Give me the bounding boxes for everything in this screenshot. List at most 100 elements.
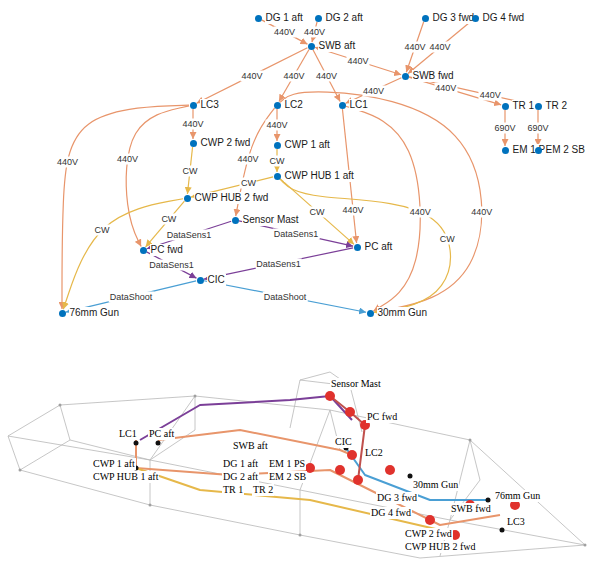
vertex bbox=[194, 395, 197, 398]
connector bbox=[63, 199, 183, 309]
edge-label: CW bbox=[240, 177, 257, 188]
node-label: DG 2 aft bbox=[325, 12, 364, 24]
edge-label: CW bbox=[160, 214, 177, 225]
connector bbox=[262, 20, 308, 44]
edge-label: CW bbox=[439, 233, 456, 244]
graph-node: PC aft bbox=[354, 244, 361, 251]
node-label: CWP HUB 1 aft bbox=[284, 170, 355, 182]
part-label: EM 1 PS bbox=[268, 458, 306, 470]
graph-node: SWB aft bbox=[308, 43, 315, 50]
node-label: 30mm Gun bbox=[377, 307, 428, 319]
edge-label: 440V bbox=[403, 42, 426, 53]
edge-label: CW bbox=[309, 206, 326, 217]
edge-label: 440V bbox=[315, 70, 338, 81]
part-label: LC2 bbox=[364, 447, 384, 459]
equipment-dot bbox=[353, 475, 363, 485]
edge-label: 440V bbox=[362, 85, 385, 96]
edge-label: 440V bbox=[303, 27, 326, 38]
equipment-marker bbox=[500, 528, 505, 533]
node-label: LC1 bbox=[349, 99, 369, 111]
graph-node: LC1 bbox=[339, 102, 346, 109]
edge-label: CW bbox=[182, 165, 199, 176]
edge-label: 440V bbox=[236, 154, 259, 165]
graph-node: DG 2 aft bbox=[315, 15, 322, 22]
part-label: DG 1 aft bbox=[222, 458, 259, 470]
node-label: SWB aft bbox=[318, 40, 357, 52]
part-label: CWP 2 fwd bbox=[404, 528, 453, 540]
part-label: 76mm Gun bbox=[494, 490, 541, 502]
part-label: LC3 bbox=[506, 516, 526, 528]
part-label: SWB aft bbox=[232, 440, 269, 452]
graph-node: DG 4 fwd bbox=[472, 15, 479, 22]
edge-label: 440V bbox=[409, 207, 432, 218]
equipment-markers bbox=[134, 441, 505, 533]
graph-node: DG 1 aft bbox=[255, 15, 262, 22]
connector bbox=[147, 252, 197, 278]
edge-label: 440V bbox=[282, 70, 305, 81]
equipment-dot bbox=[425, 515, 435, 525]
edge-label: 440V bbox=[273, 27, 296, 38]
vertex bbox=[584, 544, 587, 547]
node-label: DG 1 aft bbox=[265, 12, 304, 24]
part-label: 30mm Gun bbox=[412, 479, 459, 491]
power-route bbox=[330, 396, 365, 480]
stern-frame bbox=[8, 405, 70, 470]
graph-node: CWP 1 aft bbox=[274, 142, 281, 149]
graph-node: EM 1 PS bbox=[502, 147, 509, 154]
edge-label: 440V bbox=[240, 70, 263, 81]
deck-beam bbox=[70, 396, 470, 520]
part-label: PC aft bbox=[148, 428, 175, 440]
part-label: DG 4 fwd bbox=[370, 507, 412, 519]
equipment-marker bbox=[134, 441, 139, 446]
node-label: SWB fwd bbox=[412, 70, 455, 82]
edge-label: CW bbox=[93, 225, 110, 236]
edge-label: DataShoot bbox=[109, 291, 154, 302]
node-label: TR 2 bbox=[545, 100, 569, 112]
cooling-route bbox=[136, 468, 455, 535]
vertex bbox=[59, 404, 62, 407]
edge-label: CW bbox=[269, 155, 286, 166]
edge-label: 440V bbox=[116, 154, 139, 165]
node-label: TR 1 bbox=[512, 100, 536, 112]
graph-node: TR 2 bbox=[535, 103, 542, 110]
power-route bbox=[158, 430, 352, 455]
part-label: TR 2 bbox=[252, 484, 274, 496]
node-label: CIC bbox=[207, 274, 226, 286]
node-label: PC aft bbox=[364, 241, 394, 253]
part-label: CWP HUB 1 aft bbox=[92, 471, 159, 483]
connector bbox=[204, 281, 366, 312]
edge-label: 440V bbox=[56, 156, 79, 167]
part-label: DG 2 aft bbox=[222, 471, 259, 483]
part-label: EM 2 SB bbox=[268, 471, 307, 483]
part-label: CWP 1 aft bbox=[92, 458, 136, 470]
hull-wireframe bbox=[8, 372, 585, 558]
connector bbox=[126, 106, 189, 247]
graph-node: CWP HUB 1 aft bbox=[274, 173, 281, 180]
part-label: DG 3 fwd bbox=[376, 492, 418, 504]
edge-label: DataSens1 bbox=[148, 260, 195, 271]
graph-node: LC3 bbox=[190, 102, 197, 109]
edge-label: 440V bbox=[265, 120, 288, 131]
part-label: CWP HUB 2 fwd bbox=[404, 541, 476, 553]
power-route bbox=[136, 440, 500, 525]
edge-label: 440V bbox=[428, 42, 451, 53]
part-label: SWB fwd bbox=[450, 503, 492, 515]
graph-node: 30mm Gun bbox=[367, 310, 374, 317]
graph-node: PC fwd bbox=[140, 247, 147, 254]
vertex bbox=[149, 504, 152, 507]
graph-node: LC2 bbox=[274, 102, 281, 109]
graph-node: CWP 2 fwd bbox=[190, 140, 197, 147]
connector bbox=[204, 248, 353, 279]
node-label: CWP HUB 2 fwd bbox=[194, 192, 270, 204]
part-label: LC1 bbox=[118, 428, 138, 440]
equipment-marker bbox=[156, 441, 161, 446]
vertex bbox=[19, 469, 22, 472]
connector bbox=[313, 50, 340, 102]
equipment-dot bbox=[335, 465, 345, 475]
edge-label: DataSens1 bbox=[255, 258, 302, 269]
part-label: CIC bbox=[334, 436, 353, 448]
edge-label: 440V bbox=[342, 204, 365, 215]
node-label: DG 4 fwd bbox=[482, 12, 526, 24]
equipment-dot bbox=[347, 450, 357, 460]
